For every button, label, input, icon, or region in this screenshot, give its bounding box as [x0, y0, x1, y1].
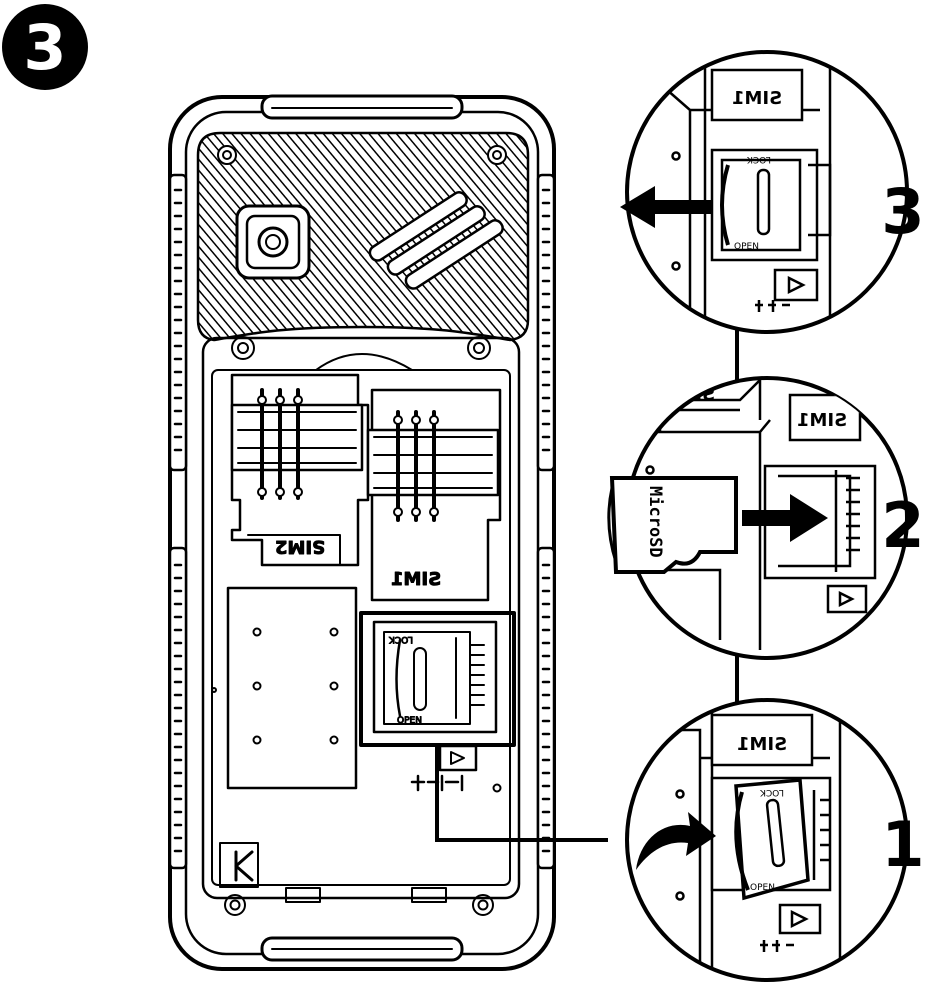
detail-2-slot-label: SIM1	[665, 384, 715, 405]
detail-circle-1: SIM1 LOCK OPEN	[604, 700, 907, 980]
microsd-card-label: MicroSD	[645, 486, 665, 558]
detail-circle-2: SIM1 SIM1 MicroSD	[609, 378, 907, 658]
step-badge-number: 3	[23, 11, 66, 84]
microsd-holder: LOCK OPEN	[374, 622, 496, 732]
sim2-slot: SIM2	[232, 375, 368, 565]
holder-open-text: OPEN	[397, 716, 422, 726]
detail-1-lock-text: LOCK	[759, 787, 784, 797]
detail-3-lock-text: LOCK	[746, 154, 771, 164]
step-number-2: 2	[881, 489, 924, 562]
detail-1-open-text: OPEN	[750, 883, 775, 893]
detail-3-open-text: OPEN	[734, 242, 759, 252]
camera-lens	[237, 206, 309, 278]
step-number-3: 3	[881, 175, 924, 248]
sim2-label: SIM2	[275, 536, 325, 557]
detail-3-slot-label: SIM1	[732, 88, 782, 109]
step-badge: 3	[2, 4, 88, 90]
detail-2-slot-label-right: SIM1	[797, 410, 847, 431]
sim1-label: SIM1	[391, 569, 441, 590]
step-number-1: 1	[881, 808, 924, 881]
detail-1-slot-label: SIM1	[737, 734, 787, 755]
holder-lock-text: LOCK	[388, 634, 413, 644]
detail-circle-3: SIM1 LOCK OPEN	[598, 52, 907, 332]
sim1-slot: SIM1	[368, 390, 500, 600]
